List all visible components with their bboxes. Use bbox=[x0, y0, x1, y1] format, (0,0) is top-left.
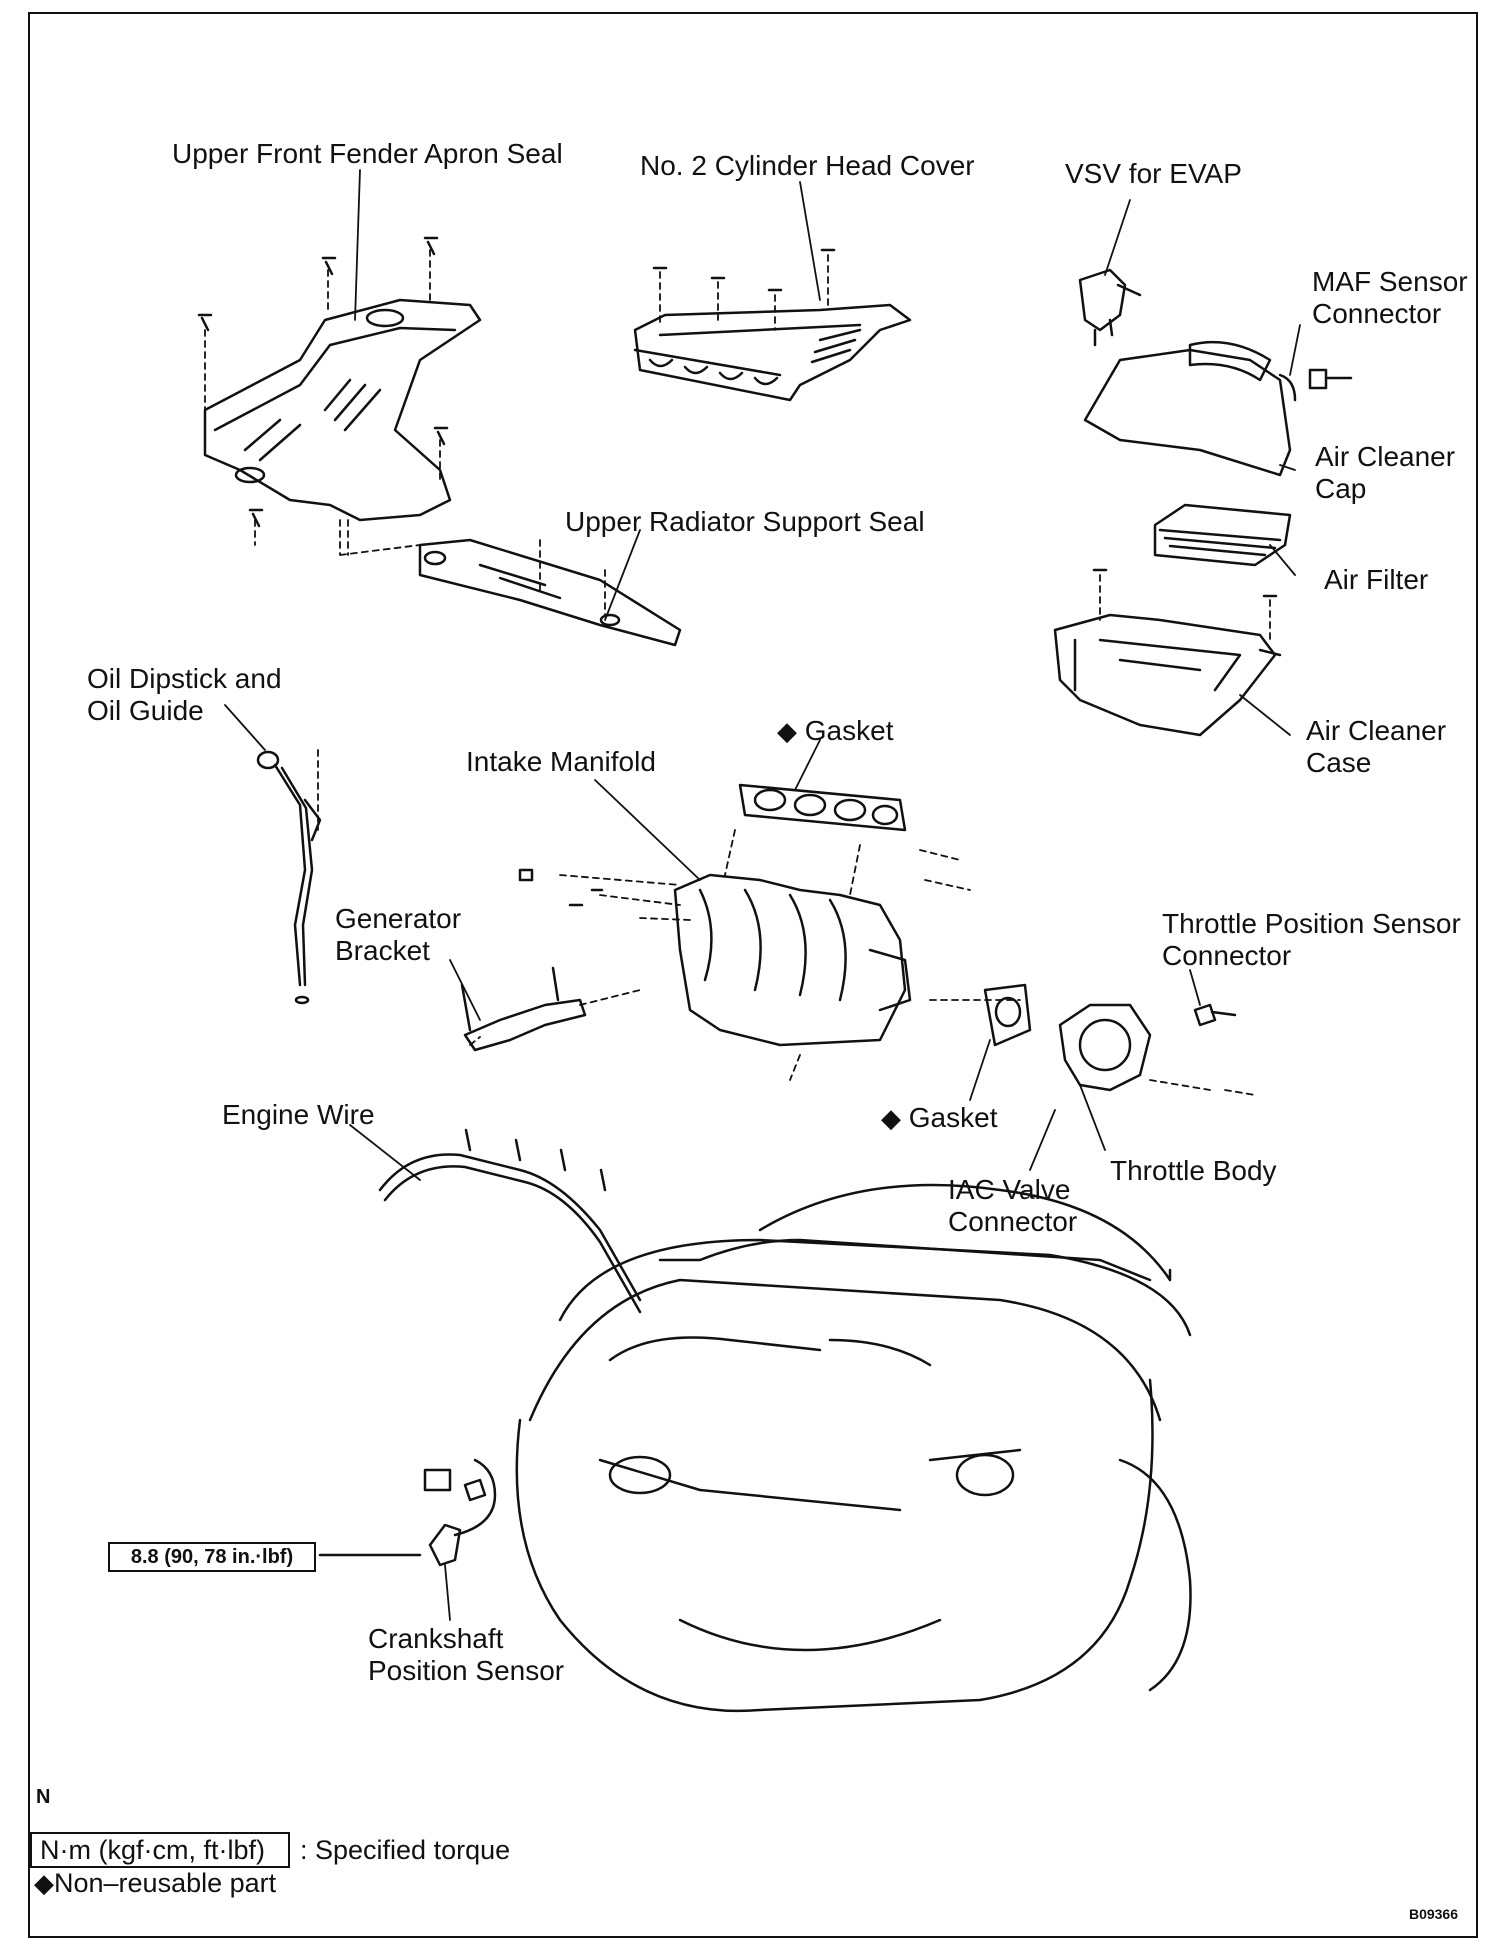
label-iac-valve-connector: IAC Valve Connector bbox=[948, 1174, 1078, 1237]
oil-dipstick-part bbox=[256, 749, 322, 1005]
vsv-part bbox=[1078, 268, 1142, 347]
leader-lines bbox=[224, 169, 1301, 1621]
air-cleaner-case-part bbox=[1053, 568, 1282, 737]
gasket-bottom-text: Gasket bbox=[908, 1102, 998, 1133]
throttle-gasket-part bbox=[983, 983, 1032, 1047]
label-gasket-bottom: ◆ Gasket bbox=[881, 1102, 997, 1134]
legend-non-reusable-text: Non–reusable part bbox=[54, 1868, 277, 1898]
label-generator-bracket: Generator Bracket bbox=[335, 903, 462, 966]
radiator-support-seal-part bbox=[339, 519, 682, 647]
label-upper-front-fender-apron-seal: Upper Front Fender Apron Seal bbox=[172, 138, 563, 169]
label-throttle-position-sensor-connector: Throttle Position Sensor Connector bbox=[1162, 908, 1461, 971]
legend-torque-unit-box: N·m (kgf·cm, ft·lbf) bbox=[30, 1832, 290, 1868]
diagram-frame bbox=[28, 12, 1478, 1938]
label-vsv-for-evap: VSV for EVAP bbox=[1065, 158, 1242, 189]
throttle-body-part bbox=[1058, 1003, 1256, 1096]
intake-gasket-part bbox=[738, 783, 907, 832]
label-gasket-top: ◆ Gasket bbox=[777, 715, 893, 747]
n-mark: N bbox=[36, 1786, 51, 1808]
label-intake-manifold: Intake Manifold bbox=[466, 746, 656, 777]
cylinder-head-cover-part bbox=[633, 248, 912, 402]
legend-diamond: ◆ bbox=[34, 1868, 54, 1898]
label-upper-radiator-support-seal: Upper Radiator Support Seal bbox=[565, 506, 925, 537]
label-crankshaft-position-sensor: Crankshaft Position Sensor bbox=[368, 1623, 565, 1686]
intake-manifold-part bbox=[518, 829, 1021, 1081]
label-no2-cylinder-head-cover: No. 2 Cylinder Head Cover bbox=[640, 150, 975, 181]
fender-apron-seal-part bbox=[197, 236, 482, 556]
air-filter-part bbox=[1153, 503, 1292, 567]
non-reusable-marker-top: ◆ bbox=[777, 716, 797, 746]
label-engine-wire: Engine Wire bbox=[222, 1099, 375, 1130]
label-maf-sensor-connector: MAF Sensor Connector bbox=[1312, 266, 1468, 329]
label-throttle-body: Throttle Body bbox=[1110, 1155, 1277, 1186]
crankshaft-sensor-part bbox=[318, 1458, 497, 1567]
vehicle-front-part bbox=[515, 1183, 1192, 1713]
air-cleaner-cap-part bbox=[1083, 340, 1353, 477]
engine-wire-part bbox=[378, 1128, 642, 1314]
non-reusable-marker-bottom: ◆ bbox=[881, 1103, 901, 1133]
gasket-top-text: Gasket bbox=[804, 715, 894, 746]
label-air-filter: Air Filter bbox=[1324, 564, 1429, 595]
label-air-cleaner-case: Air Cleaner Case bbox=[1306, 715, 1447, 778]
label-air-cleaner-cap: Air Cleaner Cap bbox=[1315, 441, 1456, 504]
label-oil-dipstick-and-guide: Oil Dipstick and Oil Guide bbox=[87, 663, 282, 726]
torque-spec-box: 8.8 (90, 78 in.·lbf) bbox=[108, 1542, 316, 1572]
legend-torque-desc: : Specified torque bbox=[300, 1835, 511, 1865]
figure-code: B09366 bbox=[1408, 1906, 1458, 1922]
legend-non-reusable: ◆Non–reusable part bbox=[34, 1867, 276, 1899]
generator-bracket-part bbox=[460, 966, 641, 1052]
